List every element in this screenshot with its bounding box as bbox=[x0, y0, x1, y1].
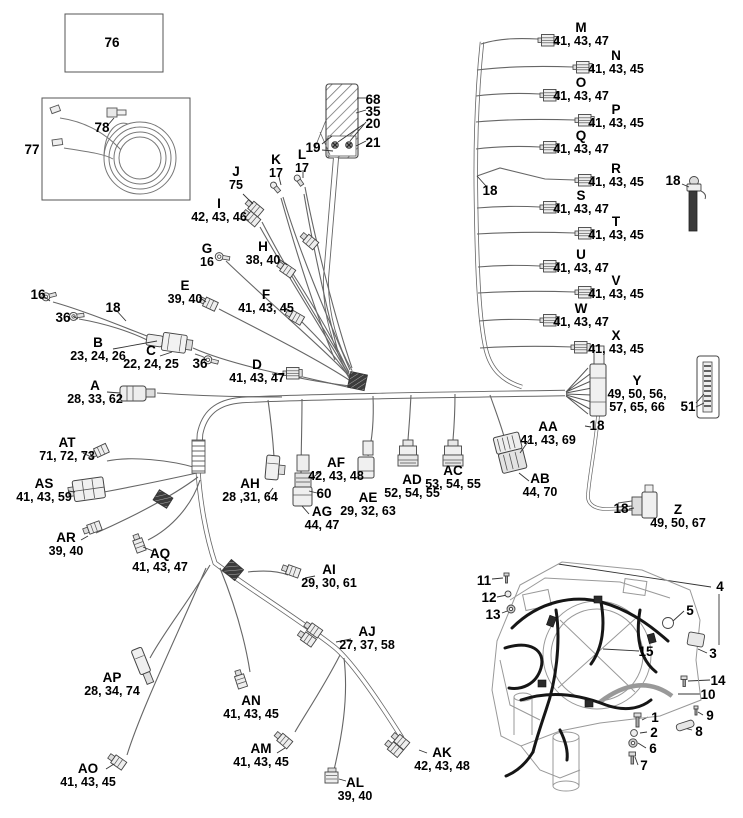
connector-X-icon bbox=[570, 341, 591, 354]
grommet-5-icon bbox=[662, 617, 674, 629]
connector-T-icon bbox=[574, 227, 595, 240]
connector-H-icon bbox=[275, 259, 297, 279]
connector-AM-icon bbox=[272, 729, 294, 750]
module-bolt-icon bbox=[345, 141, 353, 149]
washer-2-icon bbox=[630, 729, 638, 737]
connector-AC-icon bbox=[442, 439, 464, 467]
connector-AT-icon bbox=[88, 442, 110, 461]
ignition-module bbox=[313, 83, 359, 159]
connector-AP-icon bbox=[131, 646, 155, 685]
connector-M-icon bbox=[537, 34, 558, 47]
connector-51-icon bbox=[696, 355, 720, 419]
screw-9-icon bbox=[693, 705, 699, 716]
connector-G-icon bbox=[214, 251, 231, 263]
connector-R-icon bbox=[574, 174, 595, 187]
connector-AO-icon bbox=[106, 751, 128, 771]
connector-AQ-icon bbox=[130, 532, 147, 554]
connector-D-icon bbox=[282, 367, 303, 380]
connector-O-icon bbox=[539, 89, 560, 102]
lanyard-terminal-icon bbox=[51, 138, 64, 147]
connectors bbox=[40, 34, 720, 784]
connector-AD-icon bbox=[397, 439, 419, 467]
module-bolt-icon bbox=[331, 141, 339, 149]
connector-AA-AB-icon bbox=[492, 431, 528, 474]
nut-13-icon bbox=[506, 604, 516, 614]
harness-wires bbox=[52, 37, 631, 771]
bolt-11-icon bbox=[503, 572, 510, 584]
connector-AF-AG-stack-icon bbox=[292, 454, 313, 507]
leader-lines bbox=[44, 97, 720, 782]
nut-6-icon bbox=[628, 738, 638, 748]
connector-V-icon bbox=[574, 286, 595, 299]
connector-Q-icon bbox=[539, 141, 560, 154]
connector-AR-icon bbox=[81, 520, 103, 537]
washer-12-icon bbox=[504, 590, 512, 598]
bolt-1-icon bbox=[633, 712, 642, 728]
harness-tape-wraps bbox=[152, 371, 368, 582]
connector-A-icon bbox=[119, 385, 156, 402]
connector-AN-icon bbox=[232, 668, 249, 690]
engine-assembly bbox=[491, 561, 706, 792]
bolt-7-icon bbox=[628, 751, 636, 765]
inset-box-77-lanyard bbox=[41, 97, 191, 201]
lanyard-clip-icon bbox=[49, 104, 62, 115]
connector-N-icon bbox=[572, 61, 593, 74]
connector-U-icon bbox=[539, 260, 560, 273]
connector-I2-icon bbox=[298, 230, 320, 251]
connector-AK-icon bbox=[383, 730, 411, 758]
bolt-14-icon bbox=[680, 675, 688, 687]
connector-F-icon bbox=[283, 307, 306, 326]
connector-Z-icon bbox=[617, 484, 658, 519]
connector-E-icon bbox=[197, 294, 219, 312]
connector-W-icon bbox=[539, 314, 560, 327]
connector-AI-icon bbox=[280, 562, 302, 579]
inset-box-76 bbox=[64, 13, 164, 73]
connector-AH-icon bbox=[264, 454, 286, 481]
connector-AE-icon bbox=[357, 440, 375, 479]
connector-Y-icon bbox=[565, 345, 607, 417]
connector-P-icon bbox=[574, 114, 595, 127]
clip-8-icon bbox=[675, 719, 695, 732]
lanyard-plug-78-icon bbox=[106, 107, 127, 118]
connector-K-icon bbox=[268, 180, 282, 195]
relay-3-icon bbox=[686, 631, 706, 648]
connector-B-C-icon bbox=[145, 332, 194, 354]
connector-AS-icon bbox=[67, 476, 106, 503]
sensor-18-icon bbox=[686, 176, 706, 232]
connector-S-icon bbox=[539, 201, 560, 214]
connector-AL-icon bbox=[324, 767, 339, 784]
